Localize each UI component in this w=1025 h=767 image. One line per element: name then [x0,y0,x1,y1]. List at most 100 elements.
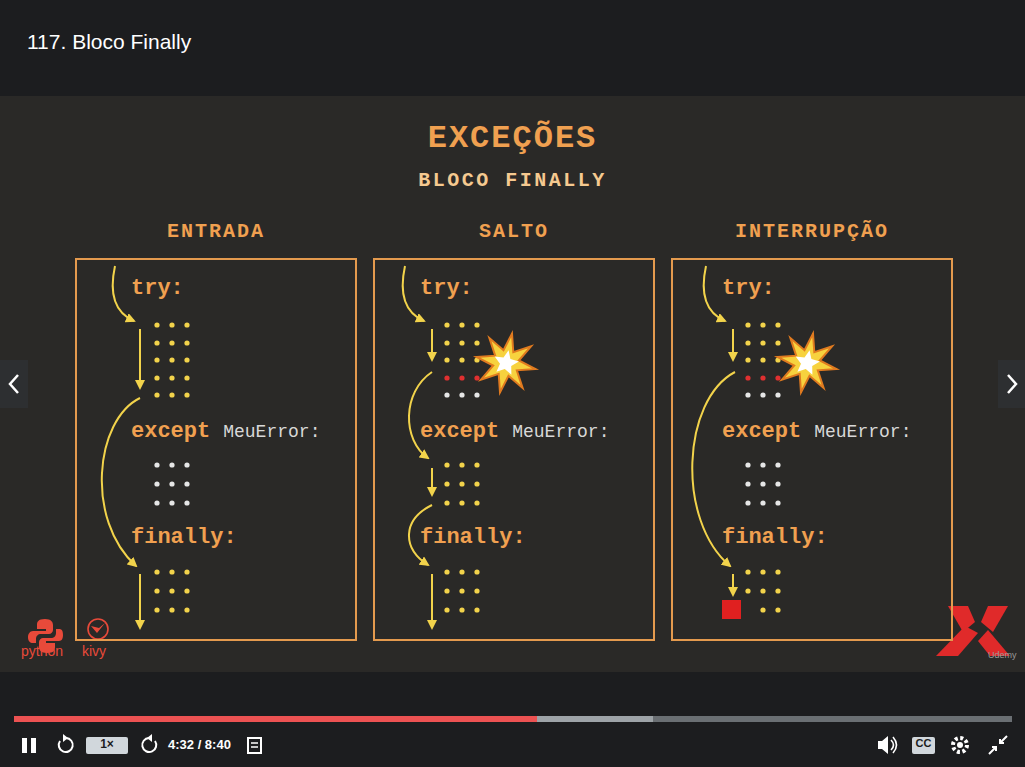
code-dot [745,462,750,467]
nav-prev [0,360,28,408]
flow-arrows [102,266,735,628]
code-dot [775,569,780,574]
code-dot [444,462,449,467]
keyword: finally: [722,525,828,550]
explosion-core [796,350,820,375]
code-dot [154,375,159,380]
code-dot [745,481,750,486]
code-dot [775,392,780,397]
code-dot [184,375,189,380]
progress-track [14,716,1012,722]
flow-arrow [704,266,725,321]
x-logo-part [981,606,1008,632]
keyword: except [722,419,801,444]
volume-icon [891,737,897,753]
panel-heading: SALTO [375,220,653,243]
code-dot [474,340,479,345]
code-dot [745,569,750,574]
code-dot [745,375,750,380]
code-dot [154,392,159,397]
code-dot [760,375,765,380]
code-dot [474,607,479,612]
pause-icon [31,738,36,753]
code-dot [775,588,780,593]
notes-icon [251,743,258,747]
progress-buffer [537,716,653,722]
watermark: Udemy [988,650,1017,660]
x-logo-part [936,626,978,656]
explosion-core [495,350,519,375]
code-dot [760,392,765,397]
progress-played [14,716,537,722]
code-line: exceptMeuError: [131,419,320,445]
settings-icon [957,742,963,748]
code-dot [184,357,189,362]
flow-arrow [732,574,734,595]
cc-box [912,737,935,754]
code-dot [184,500,189,505]
code-dot [760,340,765,345]
code-dot [169,500,174,505]
code-line: try: [722,276,775,302]
code-dot [444,569,449,574]
pause-icon [22,738,27,753]
code-dot [745,340,750,345]
code-dot [184,588,189,593]
code-dot [745,588,750,593]
code-dot [154,462,159,467]
code-dot [184,462,189,467]
notes-icon [248,738,261,753]
keyword: except [420,419,499,444]
code-dot [184,340,189,345]
code-line: finally: [722,525,828,551]
code-dot [474,462,479,467]
code-dot [444,588,449,593]
chevron-right [1008,375,1016,393]
flow-arrow [139,574,141,628]
kivy-ring [88,619,108,639]
code-dot [444,340,449,345]
code-dot [459,375,464,380]
code-panel: ENTRADAtry:exceptMeuError:finally: [75,258,357,641]
code-dot [459,588,464,593]
lecture-title: 117. Bloco Finally [27,30,191,54]
logo-text: python [21,643,63,659]
code-dot [745,322,750,327]
exception-name: MeuError: [814,422,911,442]
code-dot [154,322,159,327]
code-dot [169,588,174,593]
code-dot [444,607,449,612]
keyword: except [131,419,210,444]
code-dot [760,462,765,467]
code-dot [459,357,464,362]
code-dot [745,500,750,505]
panel-heading: INTERRUPÇÃO [673,220,951,243]
code-line: except MeuError: [420,419,609,445]
code-dot [474,392,479,397]
code-dot [459,340,464,345]
code-dot [775,481,780,486]
code-dot [169,375,174,380]
cc-text: CC [912,737,935,749]
code-dot [459,500,464,505]
slide-background [0,96,1025,672]
code-dot [760,357,765,362]
code-dot [444,392,449,397]
logo-text: kivy [82,643,106,659]
code-dot [760,481,765,486]
stop-square [722,600,741,619]
code-dot [760,500,765,505]
flow-arrow [431,329,433,360]
explosion [477,334,536,393]
explosions [477,334,837,393]
code-dot [760,569,765,574]
code-dot [474,569,479,574]
speed-value: 1× [86,737,128,751]
code-dot [169,357,174,362]
code-dot [169,569,174,574]
exception-name: MeuError: [512,422,609,442]
code-dot [775,462,780,467]
code-dot [184,481,189,486]
forward-icon [142,738,156,752]
